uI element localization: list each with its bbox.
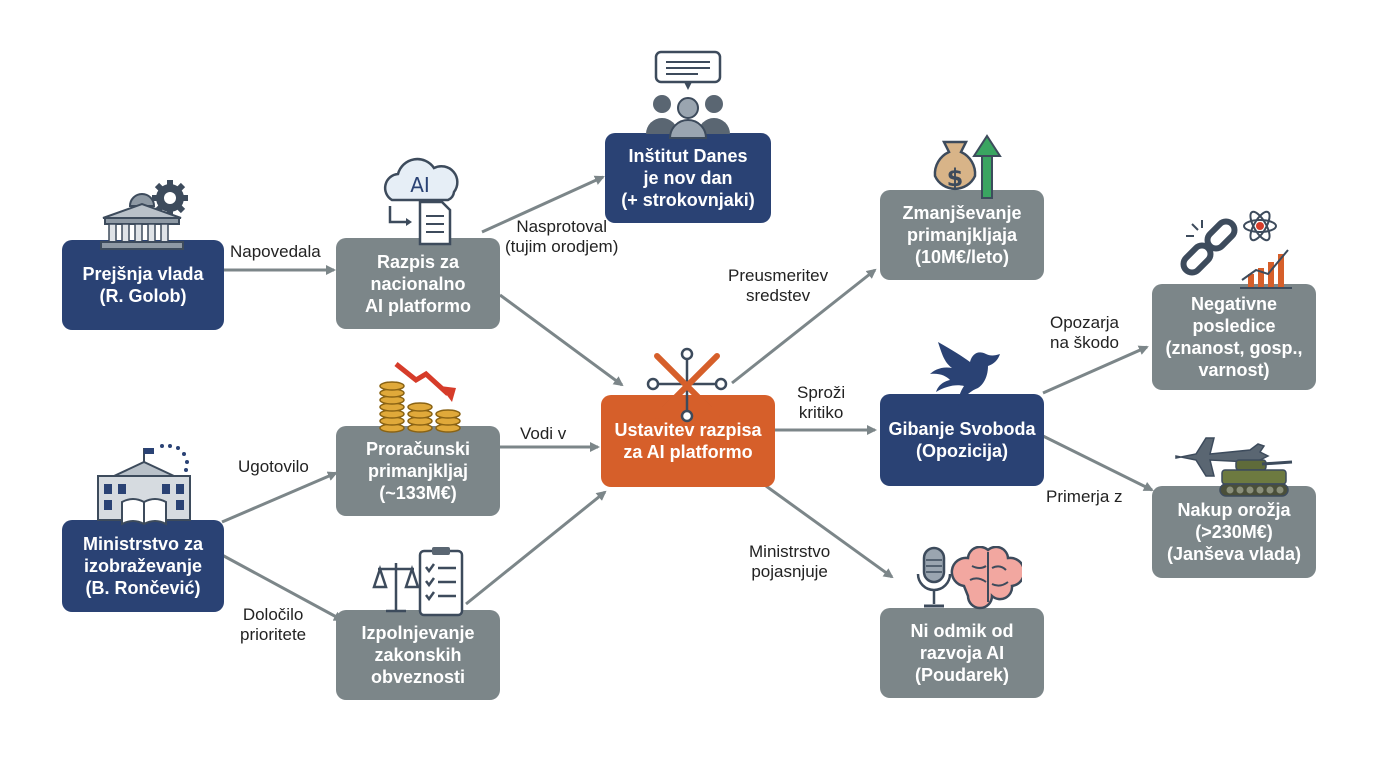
ai-text: AI	[410, 173, 430, 197]
money-bag-up-arrow-icon: $	[933, 134, 1002, 199]
edge-razpis-institut	[481, 175, 605, 234]
svoboda-bird-logo	[930, 342, 1000, 406]
microphone-brain-icon	[916, 546, 1022, 610]
dollar-sign: $	[947, 164, 964, 192]
jet-tank-icon	[1175, 437, 1293, 497]
node-izpolnjevanje: Izpolnjevanje zakonskih obveznosti	[336, 610, 500, 700]
scales-checklist-icon	[372, 547, 464, 617]
broken-chain-atom-chart-icon	[1180, 210, 1292, 289]
node-zmanjsevanje: Zmanjševanje primanjkljaja (10M€/leto)	[880, 190, 1044, 280]
node-prejsnja-vlada: Prejšnja vlada (R. Golob)	[62, 240, 224, 330]
edge-label-dolocilo: Določilo prioritete	[240, 605, 307, 644]
node-negativne: Negativne posledice (znanost, gosp., var…	[1152, 284, 1316, 390]
edge-gibanje-nakup	[1042, 434, 1154, 492]
edge-label-preusmeritev: Preusmeritev sredstev	[728, 266, 829, 305]
edge-ministrstvo-proracunski	[221, 471, 338, 524]
node-gibanje: Gibanje Svoboda (Opozicija)	[880, 394, 1044, 486]
node-ni-odmik: Ni odmik od razvoja AI (Poudarek)	[880, 608, 1044, 698]
edge-label-ugotovilo: Ugotovilo	[238, 457, 309, 476]
node-nakup: Nakup orožja (>230M€) (Janševa vlada)	[1152, 486, 1316, 578]
government-building-gear-icon	[100, 180, 188, 250]
node-ministrstvo: Ministrstvo za izobraževanje (B. Rončevi…	[62, 520, 224, 612]
people-speech-bubble-icon	[646, 50, 730, 139]
edge-label-vodi-v: Vodi v	[520, 424, 567, 443]
edge-label-ministrstvo-pojasnjuje: Ministrstvo pojasnjuje	[749, 542, 831, 581]
node-institut: Inštitut Danes je nov dan (+ strokovnjak…	[605, 133, 771, 223]
edge-label-primerja: Primerja z	[1046, 487, 1123, 506]
edge-razpis-ustavitev	[499, 293, 624, 387]
edge-izpolnjevanje-ustavitev	[465, 490, 607, 606]
edge-gibanje-negativne	[1042, 345, 1149, 395]
edge-ustavitev-zmanjsevanje	[731, 268, 877, 385]
ministry-building-book-icon	[97, 444, 191, 526]
edge-label-napovedala: Napovedala	[230, 242, 321, 261]
edge-label-sprozi: Sproži kritiko	[797, 383, 846, 422]
node-razpis: Razpis za nacionalno AI platformo	[336, 238, 500, 329]
network-cross-icon	[646, 347, 728, 423]
edge-ustavitev-niodmik	[765, 484, 894, 579]
edge-label-nasprotoval: Nasprotoval (tujim orodjem)	[505, 217, 619, 256]
ai-cloud-document-icon: AI	[383, 157, 459, 246]
edge-ministrstvo-izpolnjevanje	[221, 553, 344, 622]
coins-downward-arrow-icon	[379, 362, 461, 433]
node-proracunski: Proračunski primanjkljaj (~133M€)	[336, 426, 500, 516]
edge-label-opozarja: Opozarja na škodo	[1050, 313, 1119, 352]
